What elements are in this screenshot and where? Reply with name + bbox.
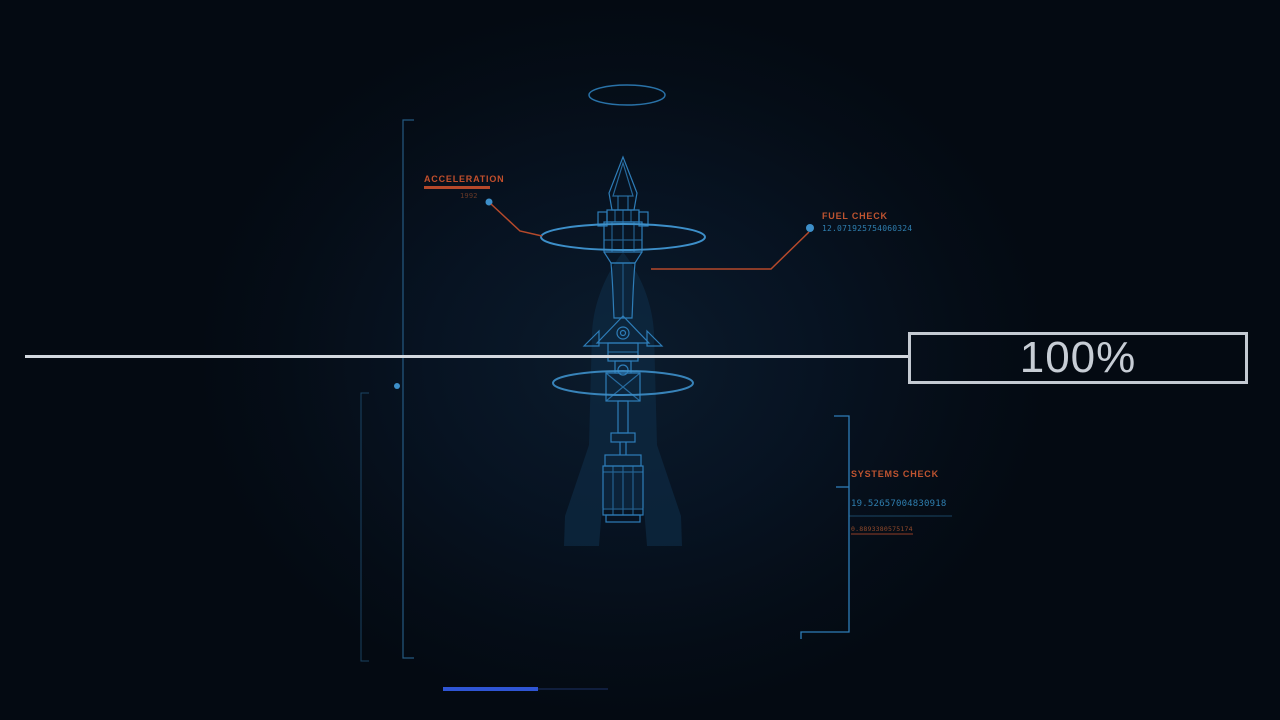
acceleration-connector-dot (485, 198, 493, 206)
lower-gyro-ring (552, 370, 694, 396)
acceleration-leader-line (490, 203, 543, 237)
fuel-check-value: 12.071925754060324 (822, 224, 913, 233)
rocket-schematic (582, 155, 664, 523)
top-ring (588, 84, 666, 106)
upper-gyro-ring (540, 223, 706, 251)
fuel-check-label: FUEL CHECK (822, 211, 888, 221)
progress-box: 100% (908, 332, 1248, 384)
bottom-loader-line (443, 687, 538, 691)
acceleration-value: 1992 (460, 192, 478, 200)
bottom-loader-line-track (538, 688, 608, 690)
acceleration-underline (424, 186, 490, 189)
systems-check-subvalue: 0.8893380575174 (851, 525, 913, 533)
systems-check-label: SYSTEMS CHECK (851, 469, 939, 479)
progress-line (25, 355, 908, 358)
left-bracket-inner (360, 392, 369, 662)
acceleration-label: ACCELERATION (424, 174, 505, 184)
fuel-check-leader-line (651, 231, 810, 270)
progress-percent: 100% (1019, 333, 1137, 382)
systems-check-value: 19.52657004830918 (851, 499, 947, 509)
left-marker-dot (394, 383, 400, 389)
left-bracket-outer (402, 119, 414, 659)
systems-check-bracket (800, 415, 850, 639)
fuel-check-connector-dot (806, 224, 814, 232)
rocket-ghost-silhouette (564, 252, 682, 546)
